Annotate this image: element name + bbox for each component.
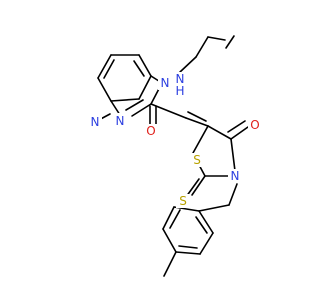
- bond: [198, 204, 230, 212]
- bond: [191, 175, 206, 196]
- bond: [133, 60, 145, 77]
- bond: [103, 59, 115, 79]
- atom-label-o1: O: [146, 124, 155, 138]
- bond: [138, 54, 152, 77]
- atom-label-n1: N: [116, 114, 125, 128]
- atom-label-s1: S: [193, 153, 201, 167]
- bond: [179, 56, 197, 73]
- bond: [97, 54, 112, 79]
- atom-label-n-ring: N: [91, 115, 100, 129]
- bond: [187, 111, 207, 122]
- bond: [195, 216, 208, 234]
- bond: [178, 245, 198, 249]
- bond: [198, 210, 214, 234]
- bond: [230, 138, 236, 172]
- bond: [131, 103, 152, 117]
- bond: [199, 232, 214, 255]
- atom-label-n2: N: [161, 76, 170, 90]
- atom-label-n4: N: [231, 169, 240, 183]
- bond: [225, 35, 235, 49]
- atom-label-s2: S: [179, 194, 187, 208]
- bond: [97, 77, 112, 102]
- bond: [228, 183, 238, 206]
- bond: [207, 125, 232, 140]
- bond: [195, 36, 209, 58]
- atom-labels-layer: N N N H O S O N S N: [88, 72, 262, 208]
- bonds-layer: [94, 35, 249, 277]
- bond: [185, 117, 209, 127]
- bond: [169, 209, 181, 229]
- bond: [162, 228, 177, 253]
- bond: [110, 100, 121, 116]
- bond: [175, 251, 201, 255]
- atom-label-h: H: [175, 84, 184, 98]
- bond: [110, 98, 140, 102]
- bond: [125, 99, 144, 111]
- atom-label-n3: N: [176, 72, 185, 86]
- bond: [138, 75, 152, 100]
- bond: [207, 36, 226, 41]
- bond: [163, 251, 177, 277]
- bond: [230, 126, 249, 140]
- bond: [150, 103, 187, 119]
- bond: [227, 120, 246, 133]
- molecule-structure-diagram: N N N H O S O N S N: [88, 35, 262, 277]
- atom-label-o2: O: [250, 118, 259, 132]
- bond: [192, 125, 209, 154]
- bond: [162, 206, 175, 230]
